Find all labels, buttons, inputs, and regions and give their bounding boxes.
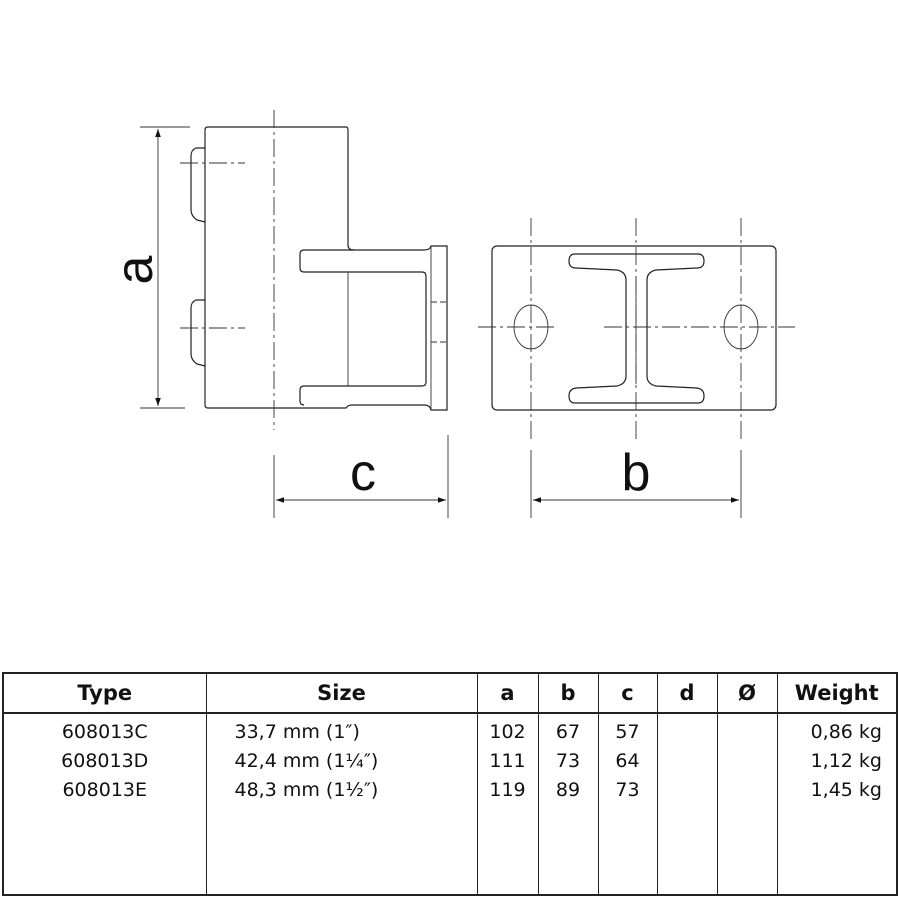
header-a: a <box>476 673 538 714</box>
b-column: 67 73 89 <box>537 713 598 895</box>
dimension-c: c <box>273 435 449 518</box>
dimension-b: b <box>530 444 742 518</box>
type-column: 608013C 608013D 608013E <box>3 713 206 895</box>
a-column: 102 111 119 <box>476 713 538 895</box>
cell-b: 67 <box>555 721 581 743</box>
cell-weight: 1,45 kg <box>810 779 882 801</box>
size-column: 33,7 mm (1″) 42,4 mm (1¼″) 48,3 mm (1½″) <box>205 713 477 895</box>
cell-weight: 1,12 kg <box>810 750 882 772</box>
technical-drawing: a c b <box>106 110 795 518</box>
cell-type: 608013D <box>61 750 149 772</box>
cell-c: 64 <box>615 750 640 772</box>
cell-size: 42,4 mm (1¼″) <box>234 750 379 772</box>
header-c: c <box>597 673 657 714</box>
cell-size: 48,3 mm (1½″) <box>234 779 379 801</box>
header-type: Type <box>3 673 206 714</box>
header-weight: Weight <box>776 673 897 714</box>
front-view <box>478 218 795 440</box>
dimension-c-label: c <box>350 444 376 502</box>
specification-table: Type Size a b c d Ø Weight 608013C 60801… <box>2 672 898 896</box>
cell-type: 608013E <box>62 779 148 801</box>
cell-a: 119 <box>489 779 526 801</box>
header-diameter: Ø <box>716 673 777 714</box>
header-d: d <box>656 673 717 714</box>
header-size: Size <box>205 673 477 714</box>
c-column: 57 64 73 <box>597 713 657 895</box>
cell-c: 73 <box>615 779 640 801</box>
weight-column: 0,86 kg 1,12 kg 1,45 kg <box>776 713 897 895</box>
cell-type: 608013C <box>61 721 148 743</box>
table-row: 608013C 608013D 608013E 33,7 mm (1″) 42,… <box>3 713 897 895</box>
cell-weight: 0,86 kg <box>810 721 882 743</box>
cell-b: 89 <box>555 779 581 801</box>
side-view <box>180 110 448 430</box>
dimension-a-label: a <box>106 255 164 284</box>
dimension-b-label: b <box>622 444 651 502</box>
d-column <box>656 713 717 895</box>
cell-b: 73 <box>555 750 581 772</box>
cell-a: 102 <box>489 721 526 743</box>
cell-a: 111 <box>489 750 526 772</box>
header-b: b <box>537 673 598 714</box>
cell-size: 33,7 mm (1″) <box>234 721 360 743</box>
table-header-row: Type Size a b c d Ø Weight <box>3 673 897 714</box>
diameter-column <box>716 713 777 895</box>
dimension-a: a <box>106 126 190 409</box>
cell-c: 57 <box>615 721 640 743</box>
